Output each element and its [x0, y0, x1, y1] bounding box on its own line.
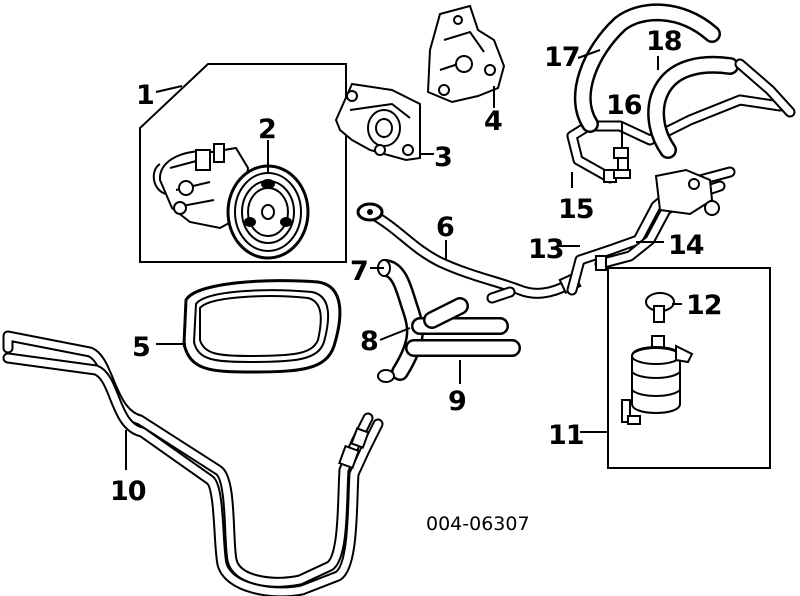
- label-17: 17: [544, 42, 580, 73]
- label-4: 4: [484, 106, 502, 137]
- reservoir-box: [607, 267, 771, 469]
- label-13: 13: [528, 234, 564, 265]
- part-labels: 1 2 3 4 5 6 7 8 9 10 11 12 13 14 15 16 1…: [110, 26, 723, 507]
- label-2: 2: [258, 114, 276, 145]
- label-12: 12: [686, 290, 722, 321]
- label-18: 18: [646, 26, 682, 57]
- label-7: 7: [350, 256, 368, 287]
- power-steering-pump: [152, 143, 310, 260]
- label-15: 15: [558, 194, 594, 225]
- tube-15: [566, 94, 786, 184]
- fluid-reservoir: [621, 292, 694, 425]
- diagram-code: 004-06307: [426, 513, 530, 535]
- hose-17: [573, 3, 721, 133]
- hose-18: [647, 55, 796, 159]
- label-5: 5: [132, 332, 150, 363]
- leader-lines: [125, 49, 682, 470]
- drive-belt: [182, 279, 342, 374]
- label-1: 1: [136, 80, 154, 111]
- label-8: 8: [360, 326, 378, 357]
- label-10: 10: [110, 476, 146, 507]
- pump-assembly-box: [139, 63, 347, 263]
- fitting-16: [613, 147, 631, 179]
- mounting-bracket: [426, 4, 506, 104]
- valve-block: [654, 168, 720, 216]
- label-6: 6: [436, 212, 454, 243]
- cooler-tube: [2, 330, 384, 596]
- pump-bracket: [334, 82, 421, 162]
- label-9: 9: [448, 386, 466, 417]
- label-11: 11: [548, 420, 584, 451]
- label-14: 14: [668, 230, 704, 261]
- label-3: 3: [434, 142, 452, 173]
- label-16: 16: [606, 90, 642, 121]
